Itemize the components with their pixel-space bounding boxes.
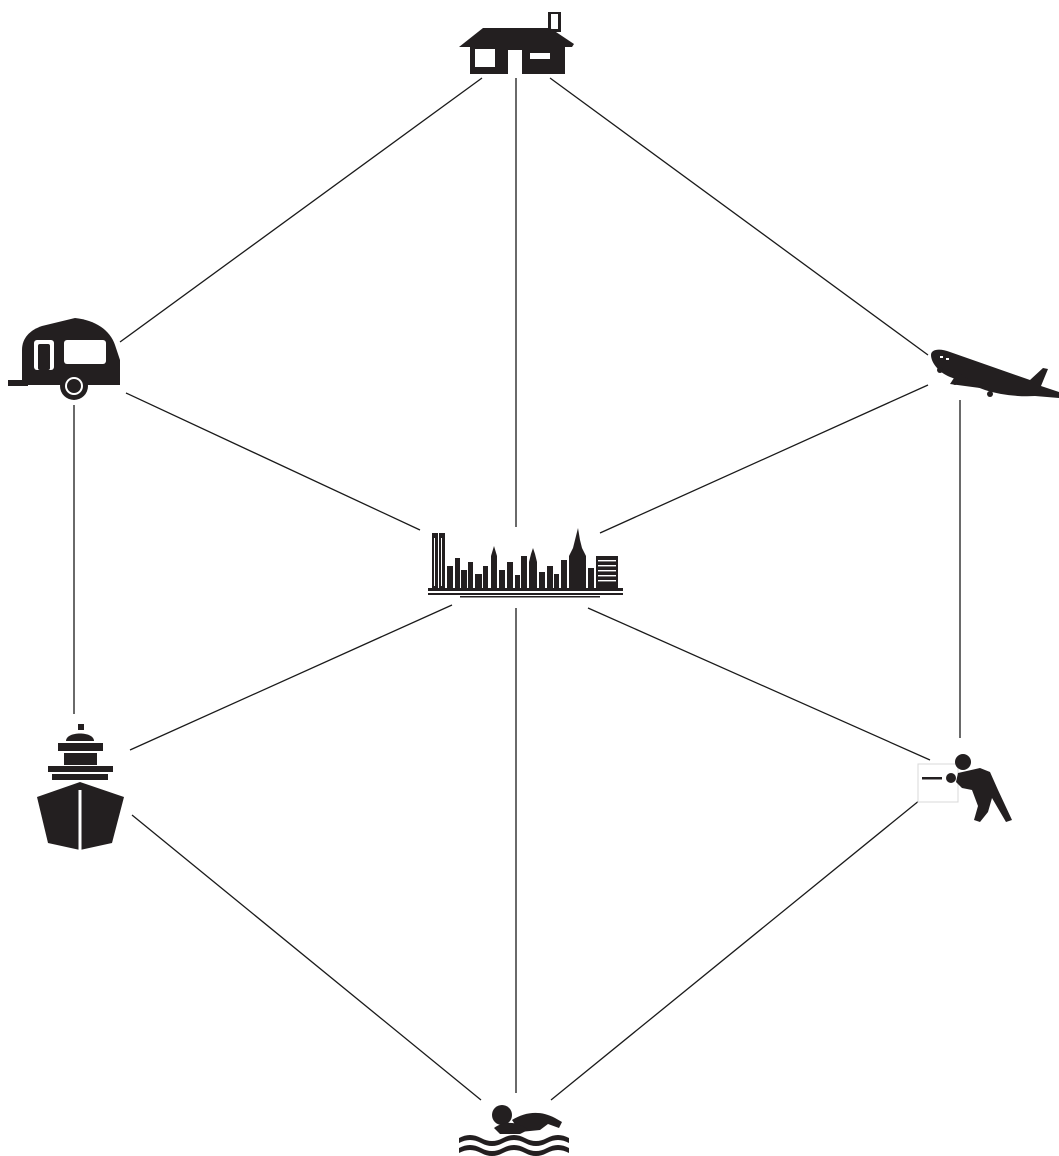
edge-city-airplane (600, 385, 928, 533)
edge-city-hitchhiker (588, 608, 930, 760)
city-skyline-icon (428, 528, 623, 598)
swimmer-icon (459, 1105, 569, 1156)
edge-city-caravan (126, 393, 420, 530)
edge-city-ship (130, 605, 452, 750)
edge-caravan-house (120, 78, 482, 342)
edge-house-airplane (550, 78, 928, 355)
edge-swimmer-ship (132, 815, 481, 1100)
ship-icon (37, 724, 124, 850)
airplane-icon (931, 350, 1059, 398)
house-icon (459, 12, 574, 74)
hitchhiker-with-sign-icon (918, 754, 1012, 822)
edge-hitchhiker-swimmer (551, 800, 920, 1100)
caravan-trailer-icon (8, 318, 120, 400)
